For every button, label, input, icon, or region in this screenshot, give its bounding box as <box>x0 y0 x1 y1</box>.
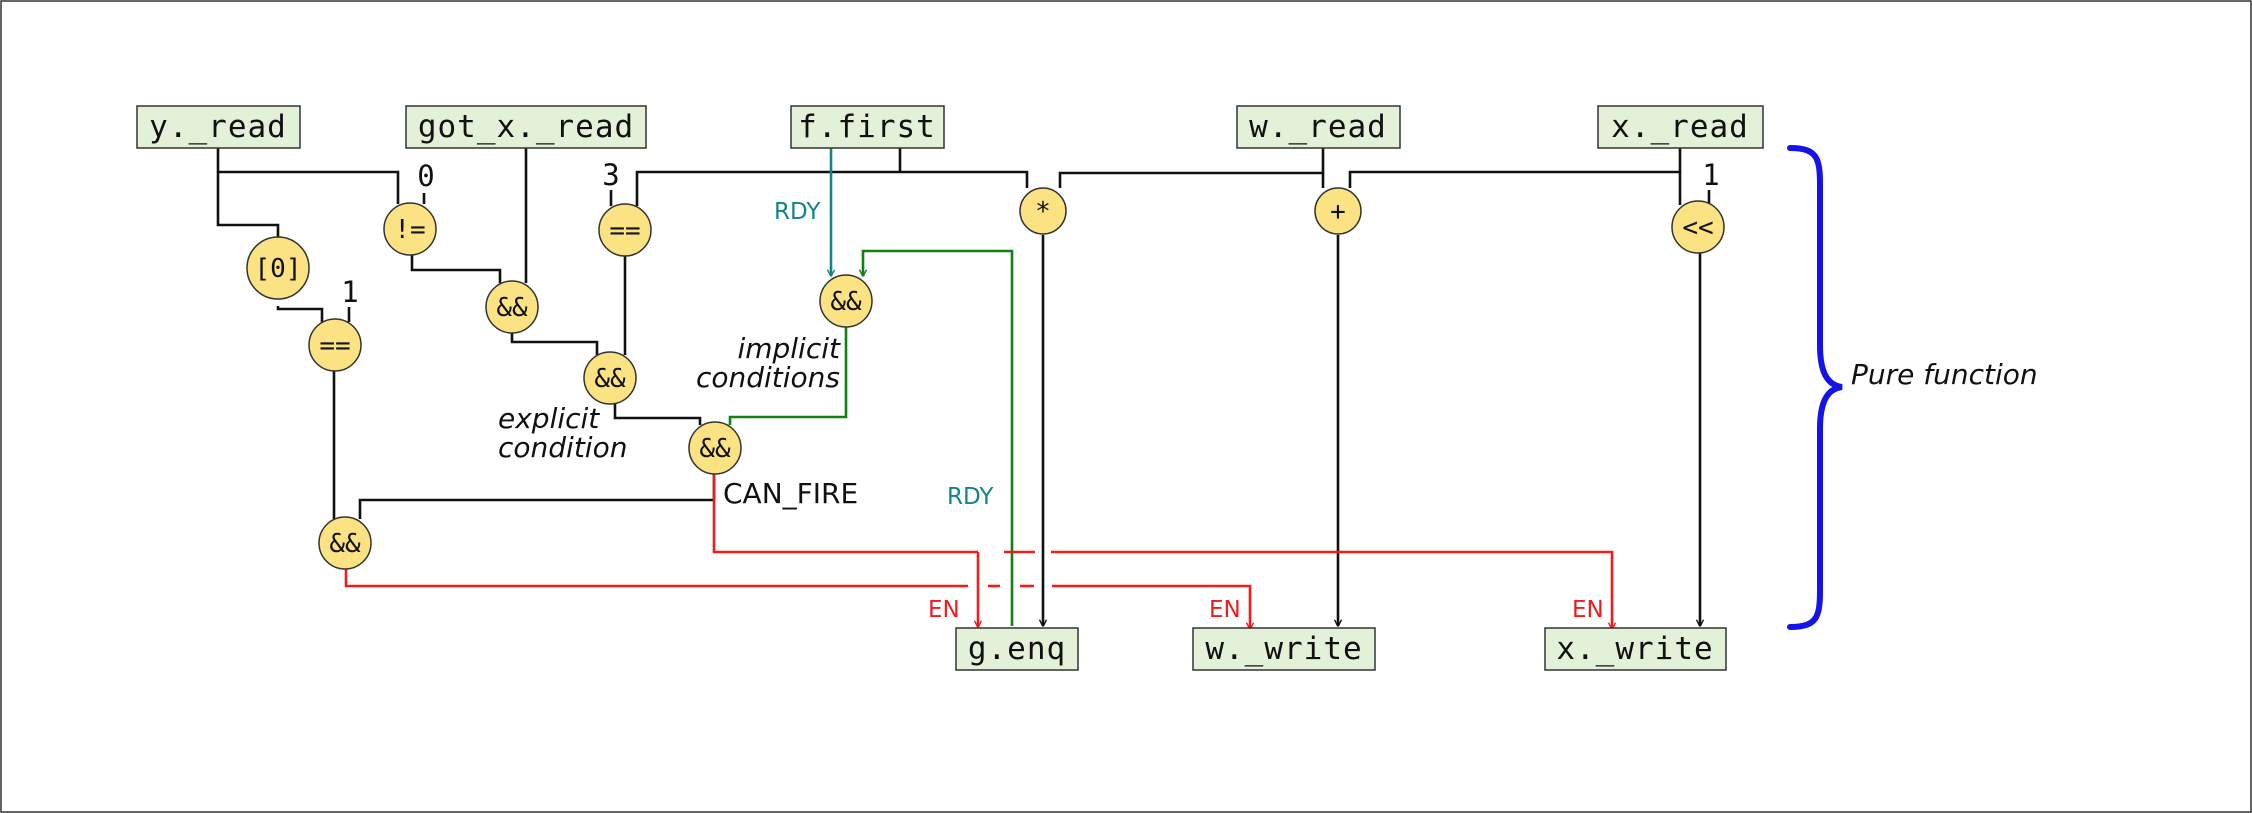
op-equal-y: == <box>308 318 362 372</box>
enable-wires <box>344 472 1612 629</box>
op-and-b: && <box>583 351 637 405</box>
method-x-write: x._write <box>1544 627 1727 671</box>
method-x-read: x._read <box>1597 105 1764 149</box>
op-add-label: + <box>1330 197 1346 227</box>
explicit-label-line2: condition <box>498 431 627 464</box>
wire-and-b-to-and-can <box>613 402 702 425</box>
wire-final-en-a <box>344 568 968 588</box>
const-three: 3 <box>602 158 619 192</box>
op-equal-y-label: == <box>319 331 350 361</box>
rdy-label-genq: RDY <box>947 484 994 510</box>
wire-canfire-en-a <box>712 472 978 554</box>
method-f-first-label: f.first <box>798 109 936 145</box>
explicit-label-line1: explicit <box>498 402 600 435</box>
method-w-write: w._write <box>1192 627 1376 671</box>
wire-and-a-to-and-b <box>510 331 599 355</box>
wire-y-to-neq <box>216 128 400 204</box>
op-not-equal: != <box>383 202 437 256</box>
op-add: + <box>1314 187 1362 235</box>
wire-en-wwrite <box>1052 584 1250 629</box>
pure-function-label: Pure function <box>1851 358 2038 391</box>
op-index-label: [0] <box>255 254 302 284</box>
wire-y-to-index <box>216 172 280 244</box>
op-shift-left: << <box>1671 200 1725 254</box>
en-label-genq: EN <box>928 597 960 623</box>
wire-genq-rdy <box>863 249 1014 626</box>
const-one-eq: 1 <box>341 275 358 309</box>
method-f-first: f.first <box>790 105 945 149</box>
op-and-can-fire: && <box>688 421 742 475</box>
method-w-read-label: w._read <box>1249 109 1387 145</box>
method-y-read: y._read <box>136 105 301 149</box>
method-g-enq-label: g.enq <box>968 631 1066 667</box>
op-multiply: * <box>1019 187 1067 235</box>
wire-rdy-to-and-can <box>728 325 848 425</box>
op-and-b-label: && <box>594 364 626 394</box>
op-and-final: && <box>318 516 372 570</box>
op-index: [0] <box>246 236 310 300</box>
method-got-x-read-label: got_x._read <box>418 109 634 145</box>
const-one-shl: 1 <box>1702 158 1719 192</box>
en-label-xwrite: EN <box>1572 597 1604 623</box>
op-and-final-label: && <box>329 529 361 559</box>
rdy-wires <box>728 148 1014 626</box>
op-and-can-fire-label: && <box>699 434 731 464</box>
op-shift-left-label: << <box>1682 213 1713 243</box>
en-label-wwrite: EN <box>1209 597 1241 623</box>
method-y-read-label: y._read <box>149 109 287 145</box>
rdy-label-ffirst: RDY <box>774 199 821 225</box>
op-multiply-label: * <box>1035 197 1051 227</box>
method-x-write-label: x._write <box>1556 631 1713 667</box>
method-w-read: w._read <box>1236 105 1401 149</box>
wire-neq-to-and-a <box>410 252 502 283</box>
op-equal-3-label: == <box>609 216 640 246</box>
method-got-x-read: got_x._read <box>405 105 647 149</box>
wire-wread-to-mul <box>1058 128 1325 188</box>
implicit-label-line1: implicit <box>737 332 841 365</box>
method-g-enq: g.enq <box>955 627 1079 671</box>
op-and-a: && <box>485 280 539 334</box>
can-fire-label: CAN_FIRE <box>723 477 858 510</box>
method-x-read-label: x._read <box>1611 109 1749 145</box>
wire-xread-to-add <box>1348 128 1682 188</box>
method-w-write-label: w._write <box>1205 631 1362 667</box>
implicit-label-line2: conditions <box>696 361 840 394</box>
op-not-equal-label: != <box>394 215 425 245</box>
pure-function-brace <box>1787 145 1843 630</box>
wire-canfire-en-c <box>1051 550 1612 629</box>
wire-index-to-eq <box>276 306 324 322</box>
wire-canfire-to-final-and <box>358 472 716 519</box>
op-and-a-label: && <box>496 293 528 323</box>
op-and-rdy-label: && <box>830 287 862 317</box>
op-and-rdy: && <box>819 274 873 328</box>
op-equal-3: == <box>598 203 652 257</box>
const-zero: 0 <box>417 159 434 193</box>
